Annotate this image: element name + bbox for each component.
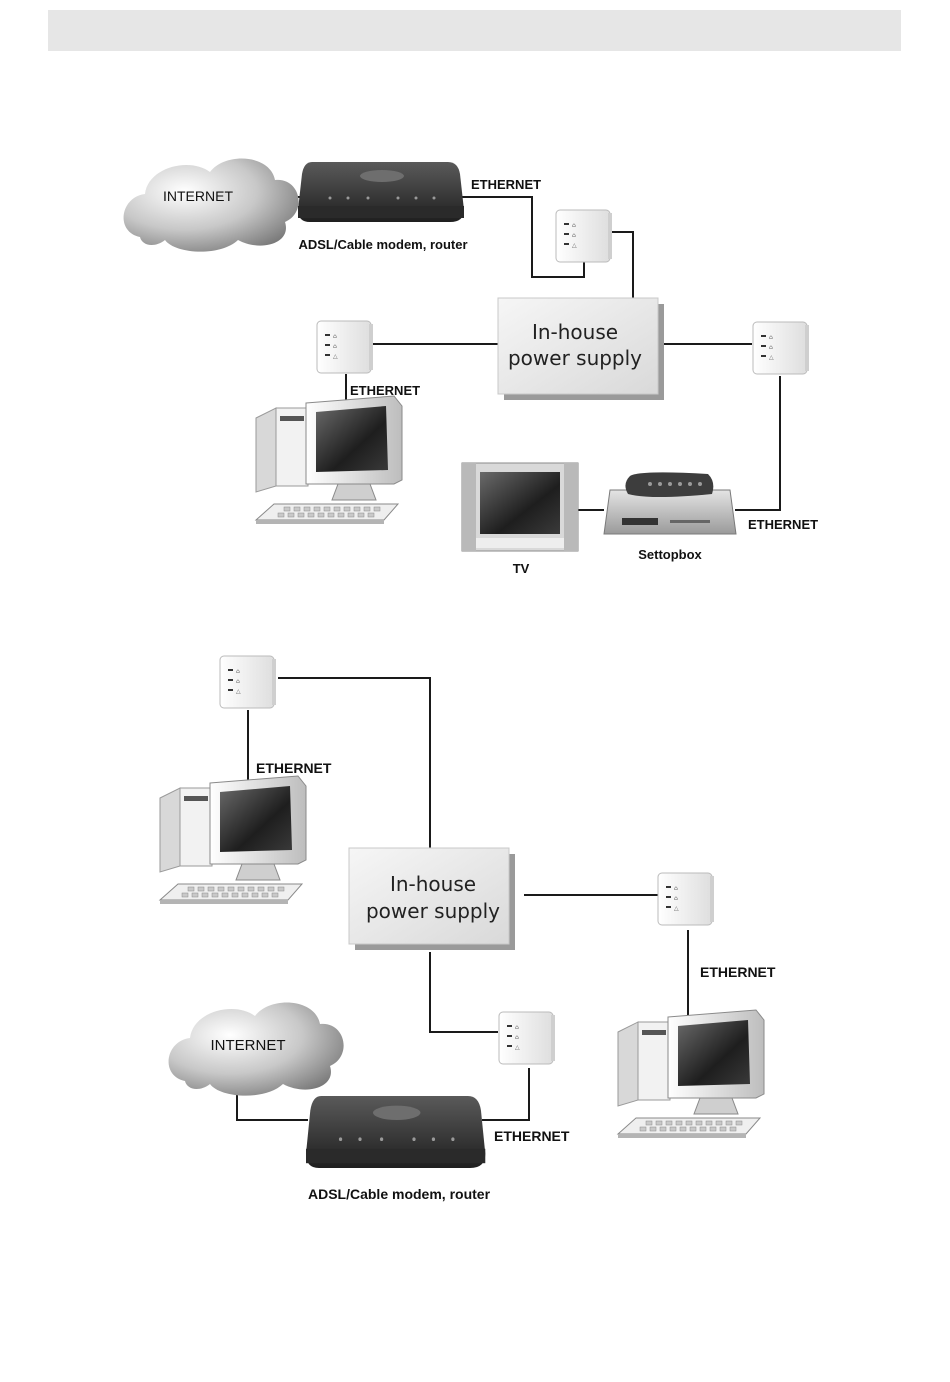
psu-label-line1: In-house [390, 872, 476, 896]
internet-label: INTERNET [163, 188, 233, 204]
ethernet-label-modem: ETHERNET [494, 1128, 570, 1144]
cloud-icon [124, 159, 299, 252]
powerline-adapter-icon [556, 210, 612, 262]
modem-label: ADSL/Cable modem, router [308, 1186, 491, 1202]
ethernet-label-stb: ETHERNET [748, 517, 818, 532]
modem-label: ADSL/Cable modem, router [298, 237, 467, 252]
modem-icon [298, 162, 464, 222]
modem-icon [306, 1096, 485, 1168]
powerline-adapter-icon [317, 321, 373, 373]
powerline-adapter-icon [658, 873, 714, 925]
psu-label-line2: power supply [366, 899, 500, 923]
settopbox-label: Settopbox [638, 547, 702, 562]
remote-icon [625, 472, 713, 497]
computer-icon [160, 776, 306, 904]
computer-icon [618, 1010, 764, 1138]
diagram-2: ETHERNET In-house power supply ETHERNET … [160, 656, 776, 1202]
powerline-adapter-icon [220, 656, 276, 708]
powerline-adapter-icon [753, 322, 809, 374]
ethernet-label-pc-top: ETHERNET [256, 760, 332, 776]
computer-icon [256, 396, 402, 524]
ethernet-label-modem: ETHERNET [471, 177, 541, 192]
ethernet-label-pc: ETHERNET [350, 383, 420, 398]
psu-label-line2: power supply [508, 346, 642, 370]
tv-icon [462, 463, 578, 551]
diagram-1: INTERNET ADSL/Cable modem, router ETHERN… [124, 159, 819, 576]
powerline-adapter-icon [499, 1012, 555, 1064]
internet-label: INTERNET [211, 1037, 286, 1054]
psu-label-line1: In-house [532, 320, 618, 344]
ethernet-label-pc-right: ETHERNET [700, 964, 776, 980]
tv-label: TV [513, 561, 530, 576]
